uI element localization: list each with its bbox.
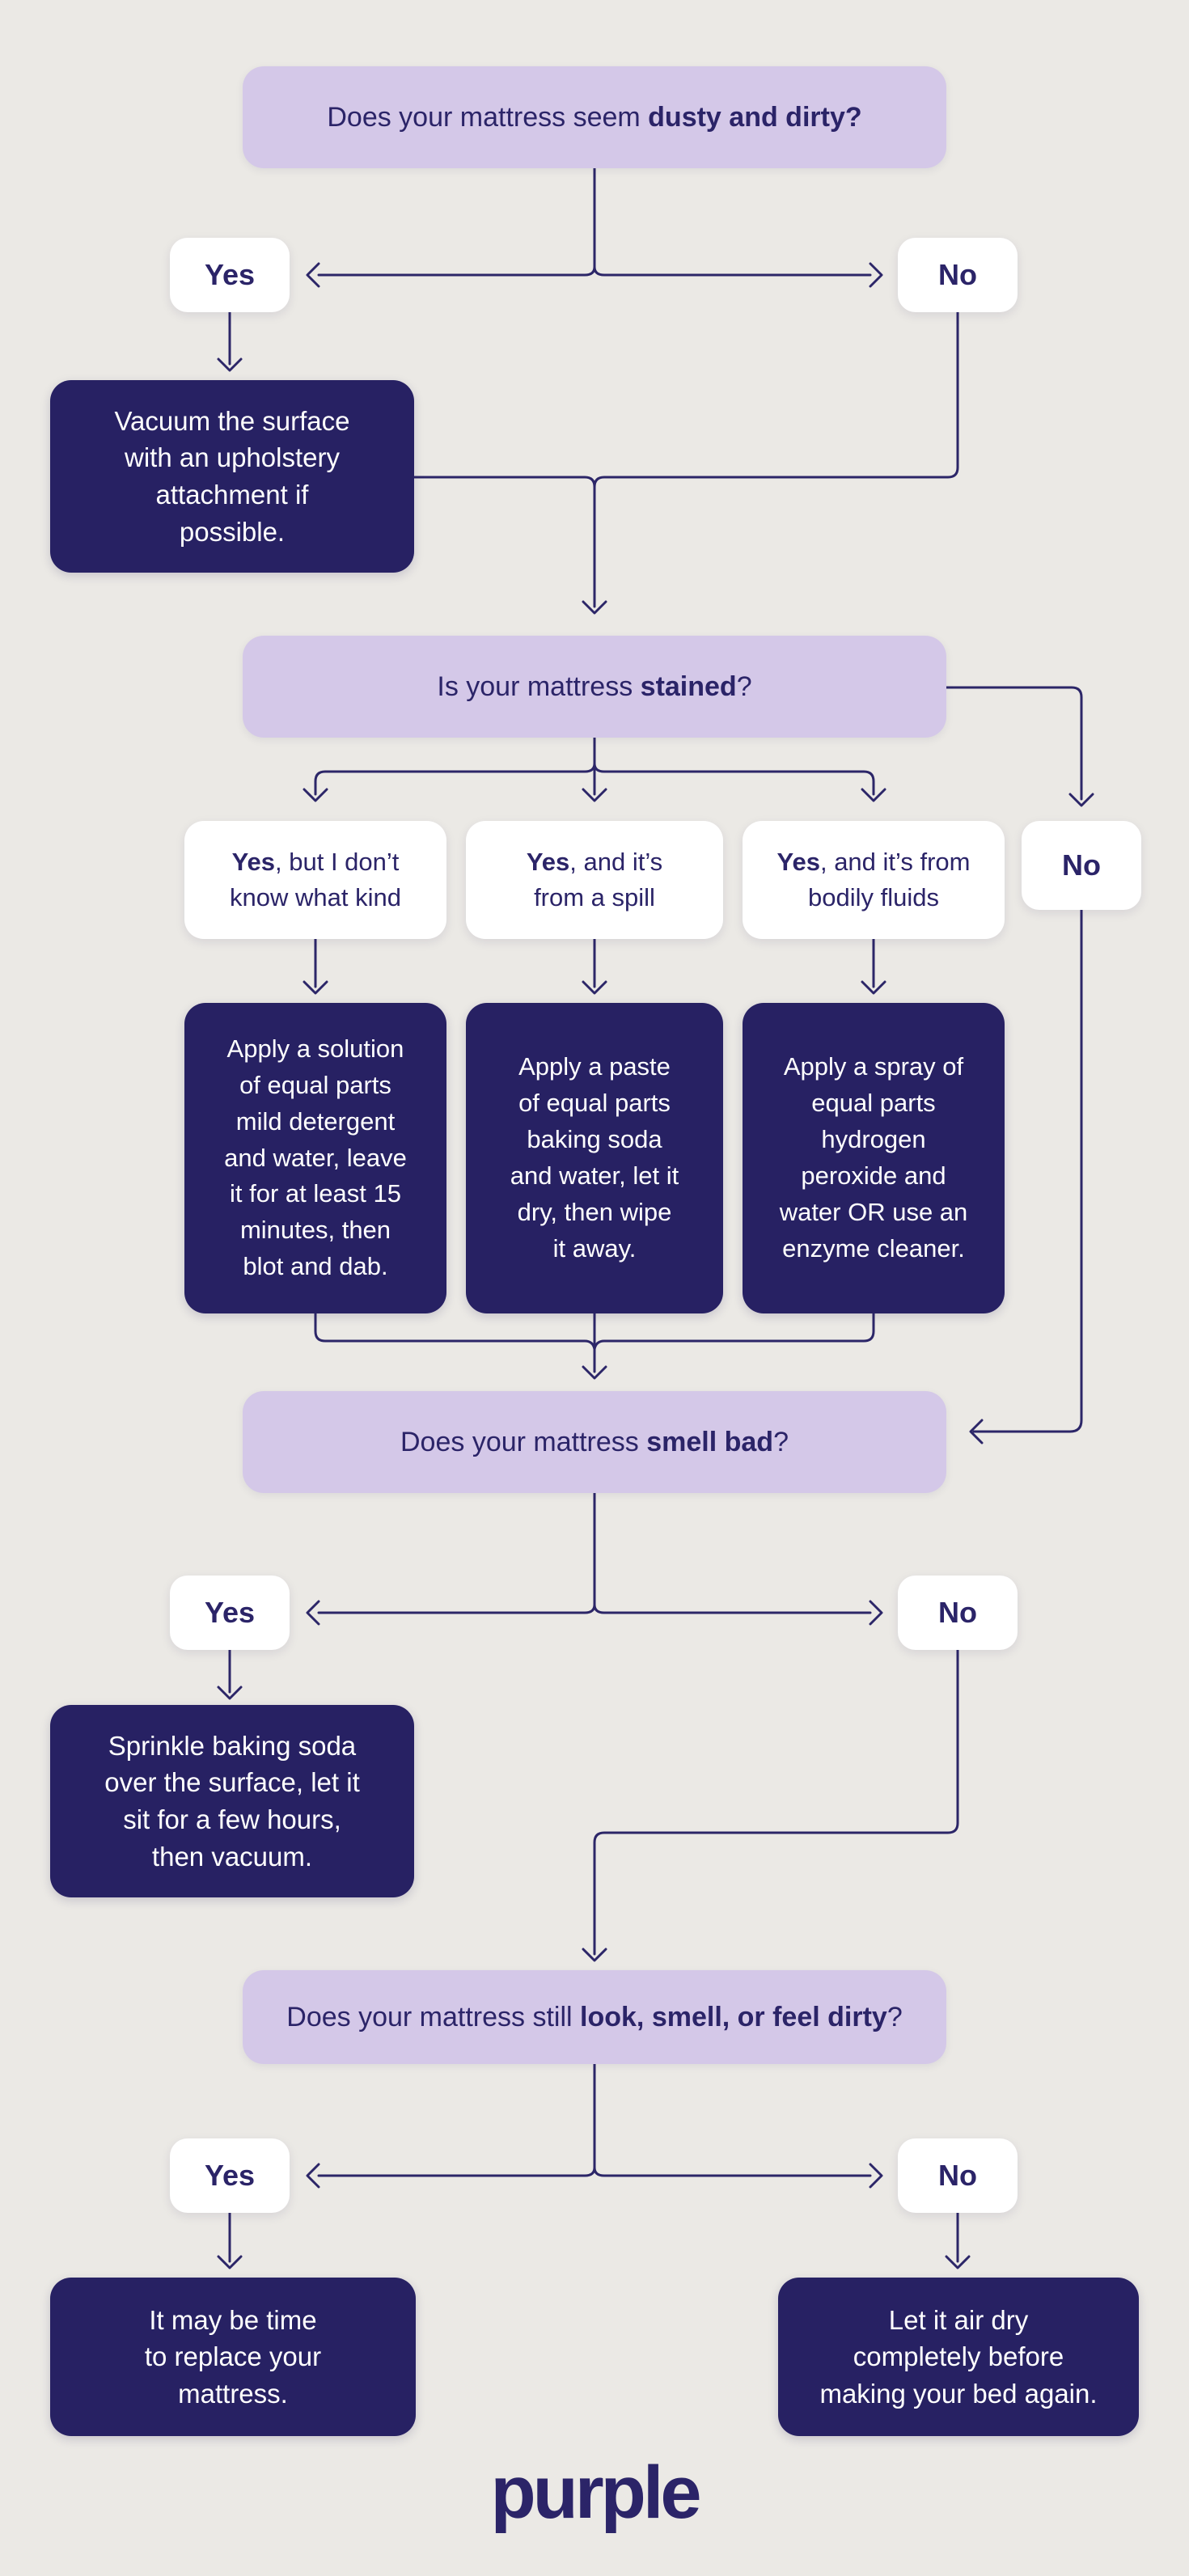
question-text-post: ?: [773, 1426, 789, 1457]
connector-no1-merge: [593, 311, 959, 489]
question-text-bold: look, smell, or feel dirty: [580, 2001, 887, 2032]
option-label-bold: Yes: [231, 847, 276, 876]
option-label: , and it’s from bodily fluids: [808, 847, 971, 912]
connector-no3-airdry: [945, 2211, 971, 2269]
connector-q4-left: [306, 2163, 596, 2189]
option-label: No: [938, 1596, 977, 1629]
action-text: Apply a paste of equal parts baking soda…: [510, 1052, 679, 1263]
option-stain-unknown: Yes, but I don’t know what kind: [184, 821, 446, 939]
option-no-3: No: [898, 2138, 1018, 2213]
action-text: It may be time to replace your mattress.: [144, 2304, 322, 2409]
option-label: No: [938, 258, 977, 291]
connector-merge-q2: [582, 485, 607, 615]
option-label: No: [1062, 848, 1101, 882]
question-text-post: ?: [736, 670, 752, 702]
purple-logo: purple: [490, 2451, 701, 2534]
option-label: No: [938, 2159, 977, 2192]
option-label: Yes: [204, 258, 256, 291]
action-text: Apply a spray of equal parts hydrogen pe…: [779, 1052, 968, 1263]
connector-actions-merge-left: [314, 1312, 596, 1351]
connector-q4-right: [593, 2163, 883, 2189]
connector-yes1-vacuum: [217, 311, 243, 372]
option-no-1: No: [898, 238, 1018, 312]
connector-q2-no: [945, 686, 1094, 807]
connector-no2-q4: [582, 1648, 959, 1962]
question-text-bold: smell bad: [646, 1426, 774, 1457]
option-no-2: No: [898, 1576, 1018, 1650]
connector-q2-right: [593, 762, 886, 802]
connector-yes2-sprinkle: [217, 1648, 243, 1700]
action-air-dry: Let it air dry completely before making …: [778, 2278, 1139, 2436]
option-yes-1: Yes: [170, 238, 290, 312]
action-baking-soda-sprinkle: Sprinkle baking soda over the surface, l…: [50, 1705, 414, 1897]
question-smell-bad: Does your mattress smell bad?: [243, 1391, 946, 1493]
action-text: Sprinkle baking soda over the surface, l…: [104, 1730, 360, 1872]
question-text-bold: stained: [640, 670, 737, 702]
connector-branch3-action: [861, 937, 886, 995]
connector-actions-merge-right: [593, 1312, 875, 1351]
option-label-bold: Yes: [776, 847, 820, 876]
option-yes-3: Yes: [170, 2138, 290, 2213]
option-label: , and it’s from a spill: [534, 847, 663, 912]
question-text: Does your mattress still: [286, 2001, 581, 2032]
question-text-bold: dusty and dirty?: [648, 101, 862, 133]
option-yes-2: Yes: [170, 1576, 290, 1650]
question-text: Does your mattress seem: [327, 101, 649, 133]
connector-branch2-action: [582, 937, 607, 995]
action-text: Vacuum the surface with an upholstery at…: [114, 405, 350, 547]
connector-branch1-action: [303, 937, 328, 995]
question-text-post: ?: [886, 2001, 903, 2032]
action-vacuum: Vacuum the surface with an upholstery at…: [50, 380, 414, 573]
connector-q3-right: [593, 1600, 883, 1626]
action-hydrogen-peroxide: Apply a spray of equal parts hydrogen pe…: [743, 1003, 1005, 1313]
connector-q2-left: [303, 762, 596, 802]
action-detergent: Apply a solution of equal parts mild det…: [184, 1003, 446, 1313]
connector-q1-left: [306, 262, 596, 288]
question-text: Is your mattress: [437, 670, 641, 702]
action-replace-mattress: It may be time to replace your mattress.: [50, 2278, 416, 2436]
option-stain-fluids: Yes, and it’s from bodily fluids: [743, 821, 1005, 939]
option-label: , but I don’t know what kind: [230, 847, 401, 912]
option-label: Yes: [204, 1596, 256, 1629]
option-stain-no: No: [1022, 821, 1141, 910]
connector-q1-right: [593, 262, 883, 288]
connector-q2-mid: [582, 762, 607, 802]
question-dusty-dirty: Does your mattress seem dusty and dirty?: [243, 66, 946, 168]
connector-nostain-q3: [969, 908, 1083, 1445]
option-label-bold: Yes: [526, 847, 570, 876]
option-label: Yes: [204, 2159, 256, 2192]
action-baking-soda-paste: Apply a paste of equal parts baking soda…: [466, 1003, 723, 1313]
question-text: Does your mattress: [400, 1426, 647, 1457]
connector-vacuum-merge: [413, 476, 596, 489]
connector-actions-merge-stem: [582, 1312, 607, 1380]
question-stained: Is your mattress stained?: [243, 636, 946, 738]
option-stain-spill: Yes, and it’s from a spill: [466, 821, 723, 939]
connector-yes3-replace: [217, 2211, 243, 2269]
question-still-dirty: Does your mattress still look, smell, or…: [243, 1970, 946, 2064]
action-text: Let it air dry completely before making …: [819, 2304, 1098, 2409]
action-text: Apply a solution of equal parts mild det…: [224, 1034, 407, 1281]
connector-q3-left: [306, 1600, 596, 1626]
